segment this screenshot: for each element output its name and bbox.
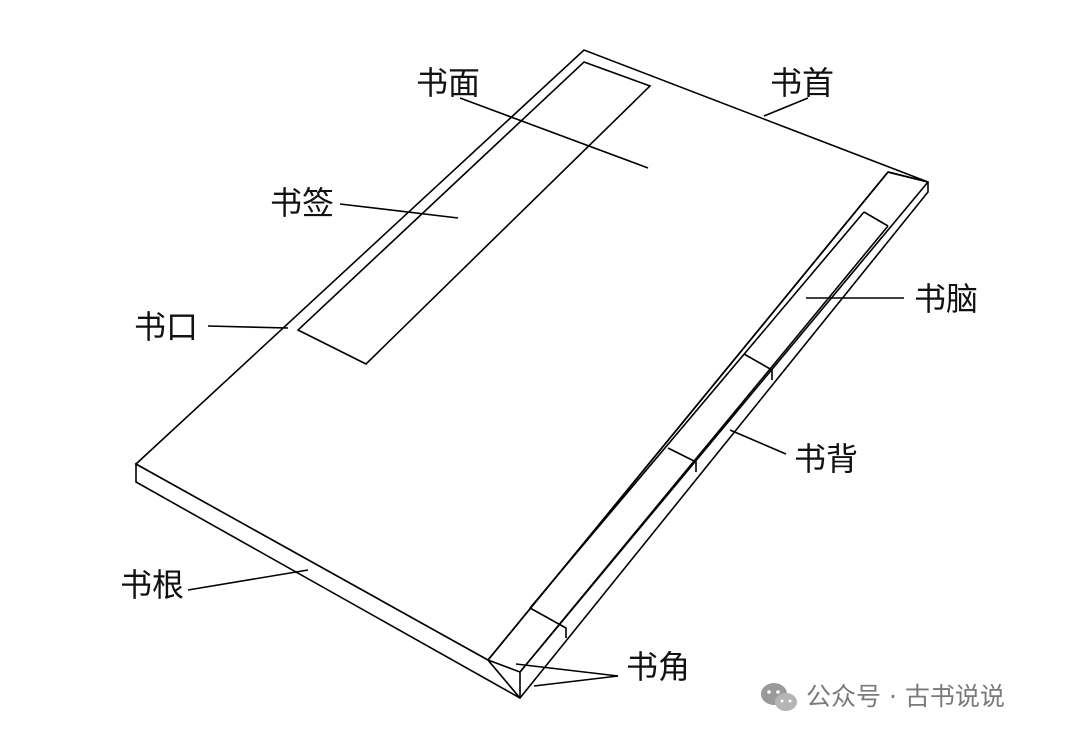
leader-foot (187, 569, 309, 591)
leader-title-slip (339, 203, 459, 219)
label-corner: 书角 (626, 648, 690, 686)
label-title-slip: 书签 (270, 184, 334, 222)
spine-band-line (529, 211, 865, 609)
leader-fore-edge (207, 325, 289, 329)
spine-band-top (887, 171, 929, 183)
leader-corner-2 (533, 675, 619, 687)
label-head: 书首 (770, 64, 834, 102)
watermark-text: 公众号 · 古书说说 (806, 682, 1005, 711)
label-cover: 书面 (416, 64, 480, 102)
leader-lines (187, 97, 904, 687)
band-tick-4 (529, 607, 567, 638)
label-fore-edge: 书口 (134, 308, 198, 346)
label-spine: 书背 (794, 440, 858, 478)
leader-head (763, 97, 809, 117)
label-foot: 书根 (120, 566, 184, 604)
book-body (134, 49, 929, 700)
label-brain: 书脑 (914, 280, 978, 318)
band-tick-3 (667, 447, 697, 472)
labels: 书面 书首 书签 书脑 书口 书背 书根 书角 (120, 64, 978, 686)
head-edge-line (519, 225, 889, 673)
leader-cover (459, 97, 649, 169)
title-slip-rect (296, 61, 652, 365)
leader-corner-1 (515, 663, 619, 677)
watermark: 公众号 · 古书说说 (761, 682, 1005, 711)
leader-spine (729, 429, 787, 455)
band-tick-1 (863, 211, 889, 227)
wechat-icon (761, 683, 797, 711)
